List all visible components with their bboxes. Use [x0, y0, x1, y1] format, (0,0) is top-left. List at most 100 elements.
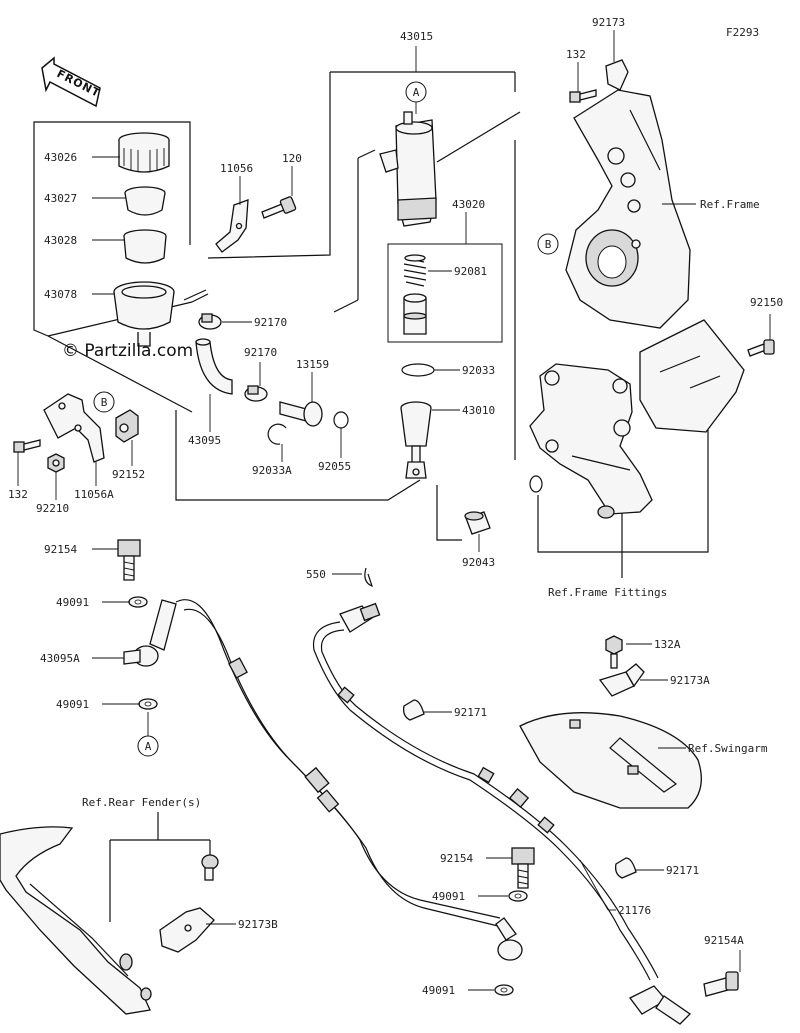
- part-labels: F2293 43015 43026 43027 43028 43078 1105…: [8, 16, 783, 997]
- bracket-11056a: [43, 393, 105, 463]
- bracket-11056: [215, 199, 249, 253]
- clamp-92170a: [198, 313, 222, 330]
- oring-92055: [333, 411, 349, 429]
- label-43027: 43027: [44, 192, 77, 205]
- label-92173: 92173: [592, 16, 625, 29]
- label-13159: 13159: [296, 358, 329, 371]
- bracket-92173: [605, 59, 629, 91]
- label-49091-d: 49091: [422, 984, 455, 997]
- reservoir-43078: [113, 281, 175, 347]
- washer-49091-b: [138, 698, 158, 710]
- circlip-92033: [401, 363, 435, 377]
- clamp-92171-a: [402, 699, 425, 721]
- washer-49091-a: [128, 596, 148, 608]
- label-550: 550: [306, 568, 326, 581]
- diaphragm-43028: [123, 229, 167, 264]
- label-92210: 92210: [36, 502, 69, 515]
- clamp-92170b: [244, 385, 268, 402]
- piston: [403, 293, 427, 335]
- label-49091-c: 49091: [432, 890, 465, 903]
- label-92055: 92055: [318, 460, 351, 473]
- washer-49091-c: [508, 890, 528, 902]
- diaphragm-plate-43027: [124, 186, 166, 216]
- label-92154A: 92154A: [704, 934, 744, 947]
- bolt-92154-mid: [511, 847, 535, 889]
- fitting-13159: [279, 401, 323, 427]
- label-43095: 43095: [188, 434, 221, 447]
- label-120: 120: [282, 152, 302, 165]
- label-43010: 43010: [462, 404, 495, 417]
- marker-a-label: A: [413, 86, 420, 99]
- label-49091-a: 49091: [56, 596, 89, 609]
- brake-hose: [175, 599, 501, 927]
- label-43020: 43020: [452, 198, 485, 211]
- label-92171-b: 92171: [666, 864, 699, 877]
- marker-b-frame-label: B: [545, 238, 552, 251]
- bolt-132A: [605, 635, 623, 669]
- label-21176: 21176: [618, 904, 651, 917]
- ref-rear-fender: Ref.Rear Fender(s): [82, 796, 201, 809]
- reference-labels: Ref.Frame Ref.Frame Fittings Ref.Swingar…: [82, 198, 768, 809]
- bolt-120: [261, 196, 297, 219]
- label-92170-b: 92170: [244, 346, 277, 359]
- spring-92081: [403, 254, 427, 287]
- clamp-92171-b: [614, 857, 637, 879]
- pushrod-43010: [400, 401, 432, 479]
- washer-footrest: [529, 475, 543, 493]
- label-43095a: 43095A: [40, 652, 80, 665]
- label-92152: 92152: [112, 468, 145, 481]
- front-direction-arrow: FRONT: [41, 56, 102, 108]
- marker-b-frame: B: [537, 233, 559, 255]
- ref-frame-fittings: Ref.Frame Fittings: [548, 586, 667, 599]
- reservoir-cap-43026: [118, 132, 170, 173]
- bracket-92173A: [598, 663, 645, 697]
- frame-section: [565, 89, 691, 329]
- assembly-outline-lines: [33, 71, 709, 922]
- hose-43095: [195, 338, 233, 395]
- bracket-92173B: [159, 907, 215, 953]
- leader-lines: [17, 30, 771, 991]
- label-92033a: 92033A: [252, 464, 292, 477]
- label-43026: 43026: [44, 151, 77, 164]
- label-92171-a: 92171: [454, 706, 487, 719]
- marker-a-bottom-label: A: [145, 740, 152, 753]
- marker-a-top: A: [405, 81, 427, 114]
- damper-92152: [115, 409, 139, 443]
- marker-b-left-label: B: [101, 396, 108, 409]
- watermark: © Partzilla.com: [62, 341, 193, 361]
- label-92150: 92150: [750, 296, 783, 309]
- banjo-43095a: [123, 599, 177, 667]
- ref-frame: Ref.Frame: [700, 198, 760, 211]
- label-132A: 132A: [654, 638, 681, 651]
- label-49091-b: 49091: [56, 698, 89, 711]
- label-92081: 92081: [454, 265, 487, 278]
- label-43078: 43078: [44, 288, 77, 301]
- label-43028: 43028: [44, 234, 77, 247]
- bolt-fender: [201, 854, 219, 881]
- pin-92043: [464, 511, 491, 535]
- label-132-left: 132: [8, 488, 28, 501]
- footrest-bracket: [529, 319, 745, 519]
- master-cylinder-43015: [379, 111, 437, 227]
- label-92170-a: 92170: [254, 316, 287, 329]
- cotter-pin-550: [364, 567, 373, 588]
- figure-code: F2293: [726, 26, 759, 39]
- label-92154-mid: 92154: [440, 852, 473, 865]
- bolt-132-left: [13, 439, 41, 453]
- label-11056: 11056: [220, 162, 253, 175]
- marker-a-bottom: A: [137, 712, 159, 757]
- label-43015: 43015: [400, 30, 433, 43]
- label-132-right: 132: [566, 48, 586, 61]
- rear-fender-section: [0, 826, 152, 1015]
- label-92154-left: 92154: [44, 543, 77, 556]
- banjo-lower: [495, 917, 523, 961]
- label-92173B: 92173B: [238, 918, 278, 931]
- kit-box-43020: [387, 243, 503, 343]
- switch-92154A: [629, 971, 739, 1025]
- label-92043: 92043: [462, 556, 495, 569]
- marker-b-left: B: [93, 391, 115, 413]
- label-92173A: 92173A: [670, 674, 710, 687]
- label-11056a: 11056A: [74, 488, 114, 501]
